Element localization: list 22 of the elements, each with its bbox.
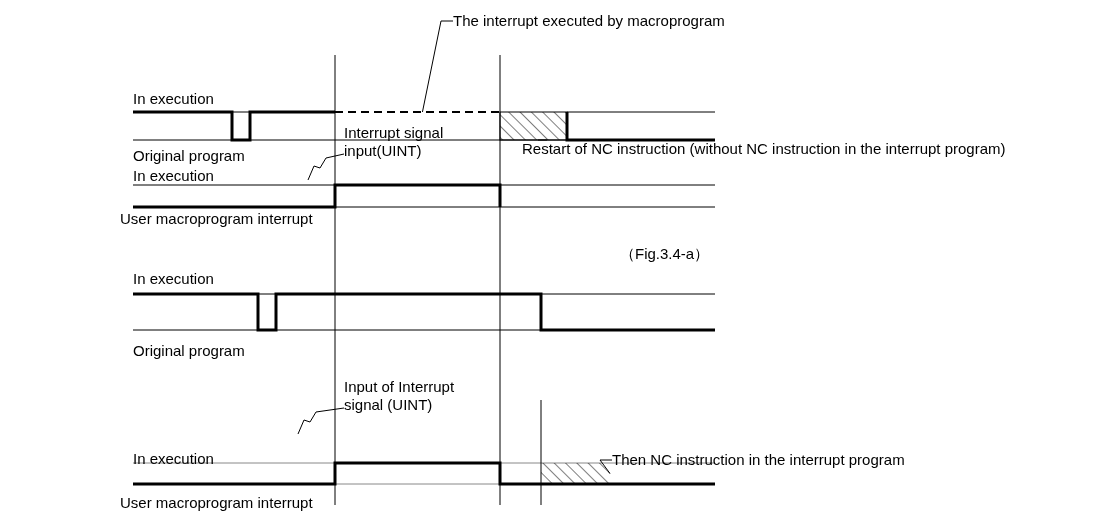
hatched-region [541, 463, 610, 484]
leader-line [537, 139, 548, 141]
hatched-region [499, 111, 568, 141]
callout-text: Restart of NC instruction (without NC instruction in the interrupt program) [522, 140, 1092, 158]
callout-text: Interrupt signal input(UINT) [344, 124, 474, 160]
callout-text: The interrupt executed by macroprogram [453, 12, 725, 30]
leader-line [599, 459, 613, 474]
signal-label: In execution [133, 450, 214, 468]
leader-line [297, 407, 345, 435]
callout-text: Input of Interrupt signal (UINT) [344, 378, 474, 414]
signal-label: In execution [133, 270, 214, 288]
callout-text: Then NC instruction in the interrupt program [612, 451, 905, 469]
signal-label: In execution [133, 90, 214, 108]
dashed-signal-line [334, 111, 501, 113]
leader-line [421, 20, 454, 113]
signal-label: Original program [133, 147, 245, 165]
leader-line [307, 153, 345, 181]
signal-label: User macroprogram interrupt [120, 494, 313, 512]
figure-caption: （Fig.3.4-a） [620, 245, 710, 263]
signal-label: Original program [133, 342, 245, 360]
signal-label: User macroprogram interrupt [120, 210, 313, 228]
signal-label: In execution [133, 167, 214, 185]
